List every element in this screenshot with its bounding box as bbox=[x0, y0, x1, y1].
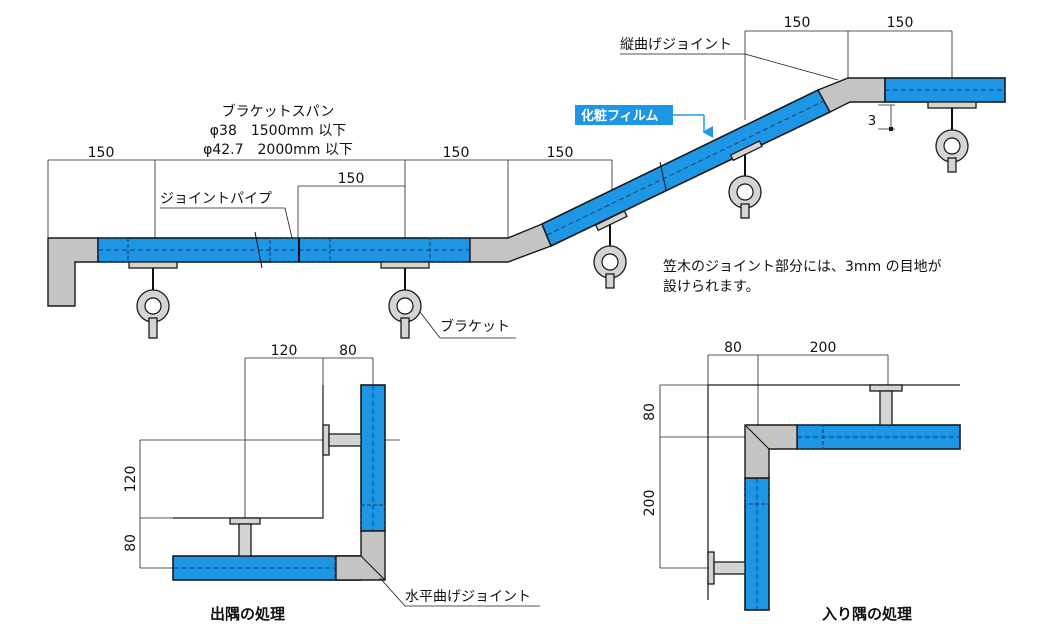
film-label-bg bbox=[575, 105, 673, 125]
dim-3: 3 bbox=[868, 114, 876, 129]
main-elevation: 150 150 150 150 150 150 3 ブラケットスパン φ38 1… bbox=[47, 15, 1006, 339]
outer-dim-120-left: 120 bbox=[123, 466, 139, 493]
dim-150-d: 150 bbox=[547, 145, 574, 161]
inner-bracket-left bbox=[707, 551, 746, 585]
inner-bracket-top bbox=[869, 384, 903, 426]
inner-dim-200-left: 200 bbox=[642, 490, 658, 517]
inner-dim-200-top: 200 bbox=[810, 340, 837, 356]
dim-150-c: 150 bbox=[443, 145, 470, 161]
upper-bend-joint bbox=[817, 77, 886, 113]
span-line-38: φ38 1500mm 以下 bbox=[210, 123, 346, 139]
lower-bend-joint bbox=[469, 223, 552, 263]
inner-corner-detail: 80 200 80 200 入り隅の処理 bbox=[642, 340, 961, 623]
span-line-427: φ42.7 2000mm 以下 bbox=[203, 142, 353, 158]
outer-corner-title: 出隅の処理 bbox=[210, 605, 285, 623]
bracket bbox=[593, 210, 628, 289]
outer-dim-120-top: 120 bbox=[271, 343, 298, 359]
end-cap bbox=[47, 237, 99, 307]
bracket bbox=[927, 101, 977, 173]
dim-150-a: 150 bbox=[88, 145, 115, 161]
dim-150-b: 150 bbox=[338, 171, 365, 187]
dim-150-f: 150 bbox=[887, 15, 914, 31]
span-title: ブラケットスパン bbox=[222, 103, 335, 120]
note-line-2: 設けられます。 bbox=[663, 279, 760, 295]
bracket bbox=[128, 261, 178, 339]
inner-dim-80-top: 80 bbox=[724, 340, 742, 356]
bracket bbox=[380, 261, 430, 339]
bracket-label: ブラケット bbox=[440, 318, 510, 335]
note-line-1: 笠木のジョイント部分には、3mm の目地が bbox=[663, 259, 942, 275]
vertical-joint-label: 縦曲げジョイント bbox=[620, 37, 732, 53]
outer-wall bbox=[173, 385, 324, 519]
outer-dim-80-top: 80 bbox=[339, 343, 357, 359]
dim-150-e: 150 bbox=[784, 15, 811, 31]
outer-dim-80-left: 80 bbox=[123, 534, 139, 552]
inner-corner-title: 入り隅の処理 bbox=[822, 605, 912, 623]
outer-bracket-vertical bbox=[322, 424, 362, 456]
joint-pipe-label: ジョイントパイプ bbox=[160, 191, 272, 207]
bracket bbox=[728, 140, 763, 219]
outer-corner-detail: 120 80 120 80 出隅の処理 水平曲げジョイント bbox=[123, 343, 540, 623]
horizontal-joint-label: 水平曲げジョイント bbox=[405, 589, 531, 605]
inner-dim-80-left: 80 bbox=[642, 403, 658, 421]
outer-bracket-horizontal bbox=[229, 517, 261, 557]
film-label: 化粧フィルム bbox=[581, 108, 658, 124]
dimension-lines-main bbox=[47, 30, 953, 240]
